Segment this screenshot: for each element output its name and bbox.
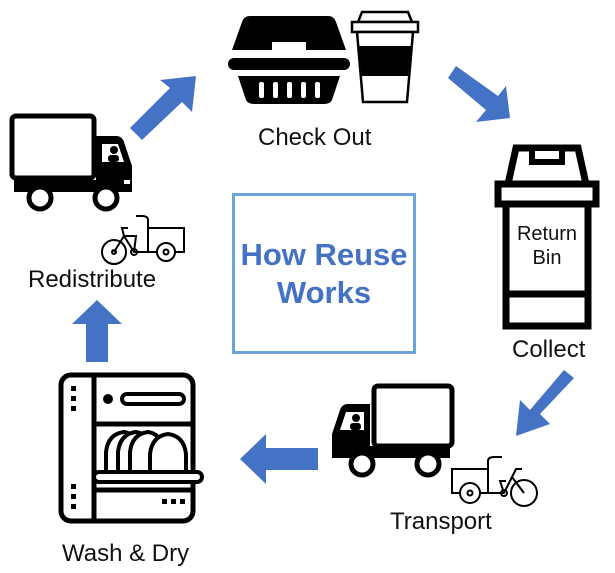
- return-bin-text: Return Bin: [508, 222, 586, 270]
- arrow-down-right-icon: [448, 66, 510, 122]
- title-line-2: Works: [276, 274, 372, 310]
- step-label-collect: Collect: [512, 336, 586, 363]
- return-bin-icon: [494, 144, 600, 330]
- step-label-transport: Transport: [390, 508, 492, 535]
- coffee-cup-icon: [350, 10, 420, 104]
- delivery-truck-icon: [332, 383, 455, 478]
- cargo-bike-icon: [451, 456, 538, 507]
- step-label-redistribute: Redistribute: [28, 266, 157, 293]
- bin-text-line-1: Return: [516, 223, 578, 245]
- step-label-wash-dry: Wash & Dry: [62, 540, 190, 567]
- takeout-container-icon: [228, 16, 350, 104]
- arrow-up-icon: [72, 300, 122, 362]
- diagram-title: How Reuse Works: [240, 236, 407, 312]
- bin-text-line-2: Bin: [532, 247, 562, 269]
- arrow-down-left-icon: [516, 370, 574, 436]
- step-label-check-out: Check Out: [258, 124, 372, 151]
- arrow-up-right-icon: [130, 76, 196, 140]
- title-line-1: How Reuse: [240, 236, 408, 272]
- dishwasher-icon: [58, 372, 204, 524]
- cargo-bike-icon: [101, 215, 185, 265]
- delivery-truck-icon: [9, 113, 132, 212]
- arrow-left-icon: [240, 434, 318, 484]
- center-title-box: How Reuse Works: [232, 193, 416, 354]
